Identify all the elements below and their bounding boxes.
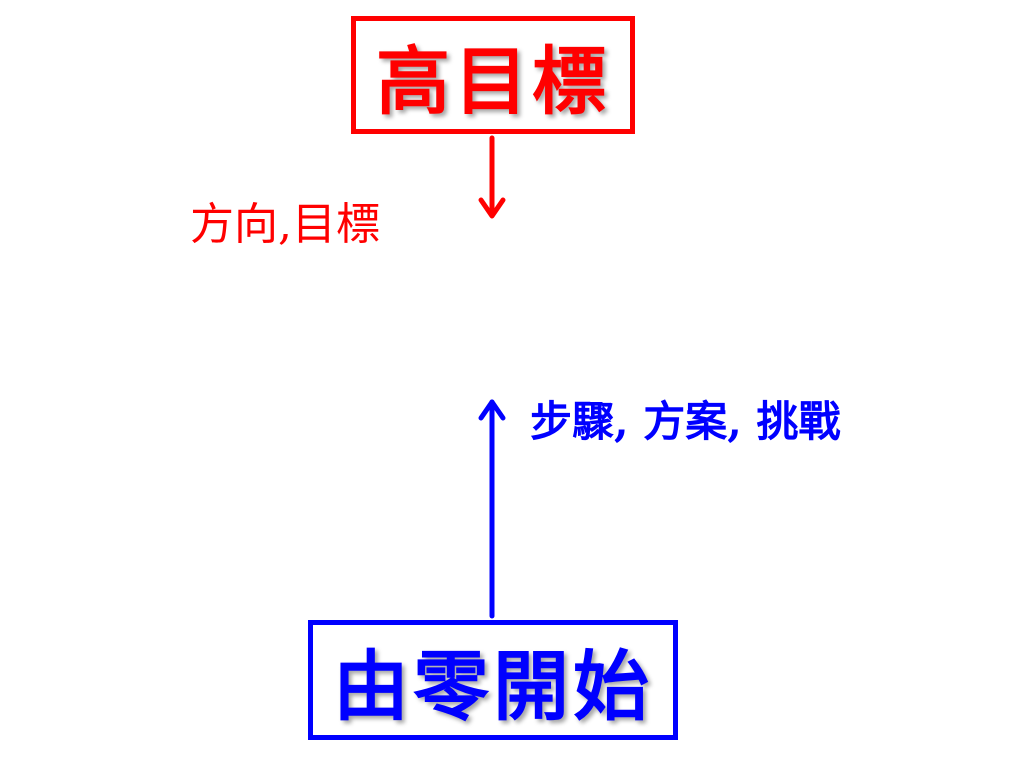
up-arrow-blue [478,399,506,619]
high-goal-box: 高目標 [351,16,635,134]
high-goal-text: 高目標 [376,38,610,125]
start-from-zero-text: 由零開始 [333,642,653,731]
direction-goal-label: 方向,目標 [190,199,380,250]
down-arrow-red [478,135,506,219]
steps-plans-challenges-label: 步驟, 方案, 挑戰 [530,397,841,446]
start-from-zero-box: 由零開始 [308,620,678,740]
